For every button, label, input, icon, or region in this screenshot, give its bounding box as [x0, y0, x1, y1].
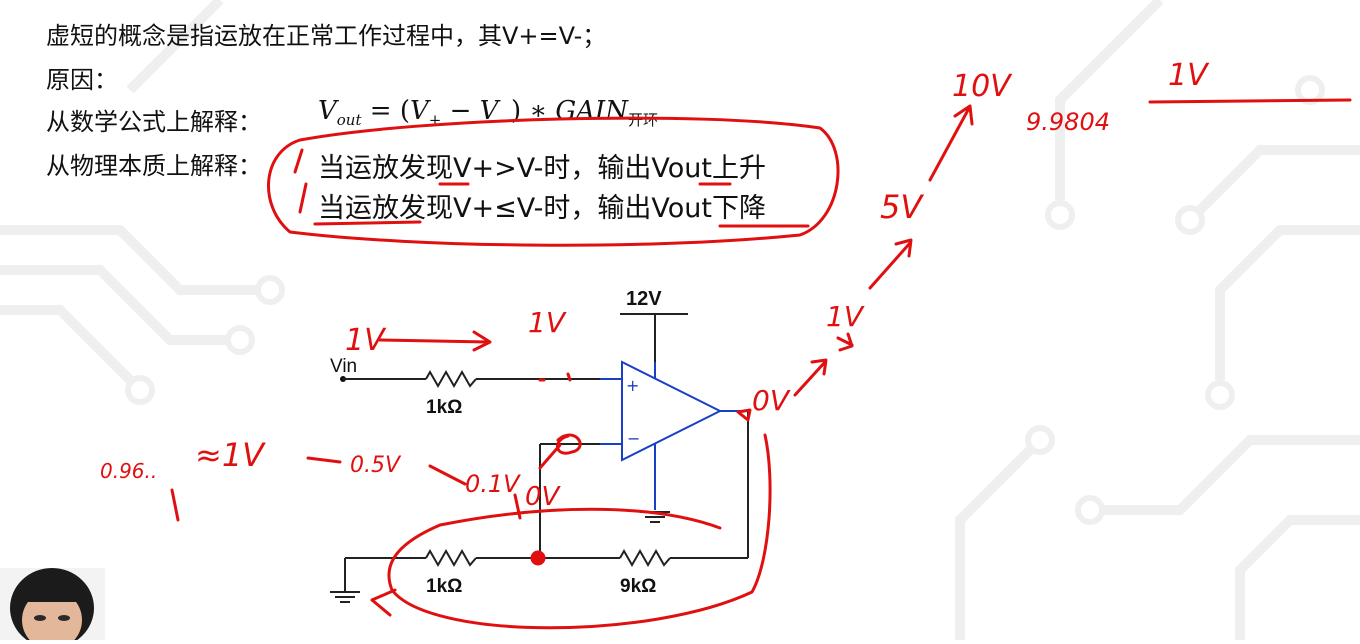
formula-equals: = (: [361, 96, 410, 126]
output-arrow-4: [928, 104, 974, 182]
output-marker: [736, 408, 752, 422]
annotation-fb-approx-1v: ≈1V: [195, 436, 266, 474]
output-arrow-right: [1148, 98, 1352, 104]
formula-vout: V: [318, 96, 337, 126]
output-arrow-1: [793, 358, 828, 397]
annotation-fb-0v: 0V: [525, 482, 562, 512]
annotation-out-0v: 0V: [752, 384, 791, 417]
annotation-out-1v: 1V: [826, 300, 865, 333]
tick-left: [170, 488, 180, 522]
annotation-out-9-9804: 9.9804: [1026, 108, 1110, 136]
ground-symbol: [330, 591, 360, 603]
feedback-resistor-label: 9kΩ: [620, 576, 656, 597]
input-arrow: [378, 330, 492, 352]
physics-rule-rise: 当运放发现V+>V-时，输出Vout上升: [318, 153, 766, 184]
annotation-fb-0-5v: 0.5V: [350, 453, 402, 478]
feedback-arrow-2: [428, 464, 467, 486]
presenter-avatar: [10, 568, 94, 644]
physics-underline-3: [313, 220, 422, 226]
input-resistor: [425, 369, 477, 389]
dots-input: [538, 372, 572, 382]
reason-heading: 原因：: [46, 66, 118, 94]
output-arrow-3: [868, 238, 913, 290]
physics-explanation-label: 从物理本质上解释：: [46, 152, 262, 180]
annotation-out-5v: 5V: [880, 188, 924, 226]
feedback-resistor: [619, 548, 671, 568]
formula-gain-sub: 开环: [627, 111, 658, 130]
minus-pin-scribble: [556, 433, 582, 455]
ground-resistor: [425, 548, 477, 568]
annotation-out-right-1v: 1V: [1168, 58, 1210, 93]
output-arrow-2: [836, 332, 854, 352]
opamp-plus-pin: +: [626, 376, 639, 395]
math-explanation-label: 从数学公式上解释：: [46, 108, 262, 136]
definition-line: 虚短的概念是指运放在正常工作过程中，其V+=V-；: [46, 22, 607, 50]
annotation-fb-0-1v: 0.1V: [465, 470, 521, 498]
formula-vplus: V: [409, 96, 429, 126]
ground-resistor-label: 1kΩ: [426, 576, 462, 597]
vin-label: Vin: [330, 356, 357, 377]
formula-vminus: V: [479, 96, 499, 126]
node-marker: [530, 550, 546, 566]
annotation-input-1v: 1V: [345, 323, 387, 358]
feedback-loop: [370, 433, 772, 630]
presenter-webcam: [0, 568, 105, 644]
formula-minus: −: [441, 96, 480, 126]
physics-rules-bracket: [293, 148, 308, 214]
opamp-symbol: [621, 360, 723, 462]
physics-rules-circle: [267, 116, 840, 247]
feedback-arrow-3: [306, 456, 342, 464]
formula-gain: GAIN: [555, 96, 628, 126]
annotation-node-1v: 1V: [528, 306, 567, 339]
input-resistor-label: 1kΩ: [426, 397, 462, 418]
annotation-out-10v: 10V: [952, 69, 1013, 104]
supply-label: 12V: [626, 288, 662, 310]
formula-vout-sub: out: [336, 111, 362, 130]
physics-rule-fall: 当运放发现V+≤V-时，输出Vout下降: [318, 193, 766, 224]
opamp-minus-pin: −: [627, 429, 640, 448]
annotation-fb-left: 0.96..: [100, 459, 157, 483]
